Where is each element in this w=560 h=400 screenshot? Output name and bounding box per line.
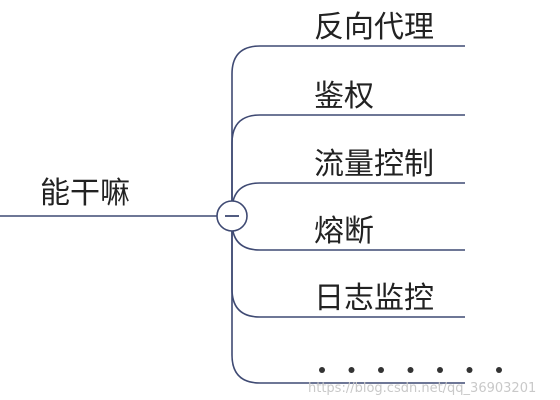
ellipsis-dot: [496, 367, 502, 373]
root-node-label: 能干嘛: [40, 176, 130, 211]
branch-node-label-5[interactable]: 日志监控: [314, 281, 434, 316]
branch-node-label-3[interactable]: 流量控制: [314, 147, 434, 182]
ellipsis-dot: [466, 367, 473, 373]
branch-node-label-1[interactable]: 反向代理: [314, 10, 434, 45]
branch-connector-3: [231, 182, 465, 216]
ellipsis-dot: [407, 367, 414, 373]
collapse-toggle[interactable]: [216, 200, 248, 232]
branch-connector-2: [231, 114, 465, 216]
branch-node-label-4[interactable]: 熔断: [314, 214, 374, 249]
more-items-connector: [231, 216, 465, 384]
ellipsis-dot: [437, 367, 443, 373]
more-items-ellipsis: [319, 367, 502, 373]
branch-connector-1: [231, 45, 465, 216]
ellipsis-dot: [348, 367, 355, 373]
ellipsis-dot: [378, 367, 384, 373]
branch-node-label-2[interactable]: 鉴权: [314, 79, 374, 114]
ellipsis-dot: [319, 367, 325, 373]
watermark-text: https://blog.csdn.net/qq_36903201: [308, 381, 536, 396]
